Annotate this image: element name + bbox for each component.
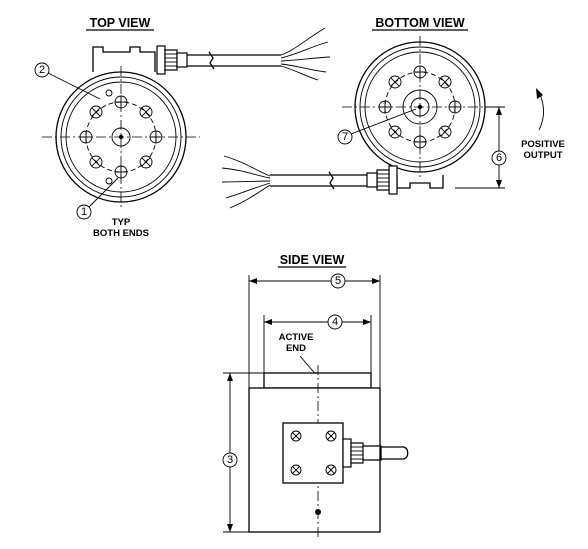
side-view: SIDE VIEW 5 4 ACTIVE END bbox=[222, 253, 409, 540]
top-view-title: TOP VIEW bbox=[90, 16, 151, 30]
dimension-5: 5 bbox=[248, 273, 381, 388]
svg-text:2: 2 bbox=[39, 64, 45, 76]
bottom-cable bbox=[221, 155, 367, 209]
top-flange bbox=[92, 46, 156, 72]
side-bottom-hole bbox=[315, 509, 321, 515]
active-label: ACTIVE bbox=[279, 332, 314, 343]
callout-1-top: 1 bbox=[76, 177, 119, 220]
dimension-3: 3 bbox=[222, 372, 264, 533]
top-bolt-holes bbox=[79, 89, 163, 185]
callout-7: 7 bbox=[337, 108, 417, 145]
bottom-view: BOTTOM VIEW bbox=[221, 16, 565, 209]
dimension-6: 6 bbox=[455, 106, 507, 189]
both-ends-label: BOTH ENDS bbox=[93, 228, 149, 239]
svg-text:7: 7 bbox=[342, 131, 348, 143]
output-label: OUTPUT bbox=[523, 150, 562, 161]
positive-label: POSITIVE bbox=[521, 139, 565, 150]
dimension-4: 4 bbox=[263, 314, 372, 375]
bottom-connector bbox=[366, 165, 398, 195]
side-connector-plate bbox=[282, 422, 344, 484]
side-view-title: SIDE VIEW bbox=[280, 253, 345, 267]
side-connector bbox=[342, 438, 409, 468]
top-connector bbox=[156, 45, 188, 75]
svg-text:3: 3 bbox=[227, 454, 233, 466]
svg-text:6: 6 bbox=[496, 152, 502, 164]
typ-label: TYP bbox=[112, 217, 131, 228]
svg-text:1: 1 bbox=[81, 206, 87, 218]
bottom-flange bbox=[396, 175, 444, 189]
end-label: END bbox=[286, 343, 306, 354]
svg-text:4: 4 bbox=[332, 316, 338, 328]
bottom-view-title: BOTTOM VIEW bbox=[375, 16, 465, 30]
positive-output-arrow bbox=[536, 88, 544, 131]
callout-2-top: 2 bbox=[34, 62, 101, 100]
bottom-bolt-holes bbox=[378, 65, 462, 149]
top-cable bbox=[187, 27, 331, 81]
svg-text:5: 5 bbox=[335, 275, 341, 287]
top-view: TOP VIEW bbox=[34, 16, 331, 239]
side-active-end-cap bbox=[263, 372, 372, 389]
